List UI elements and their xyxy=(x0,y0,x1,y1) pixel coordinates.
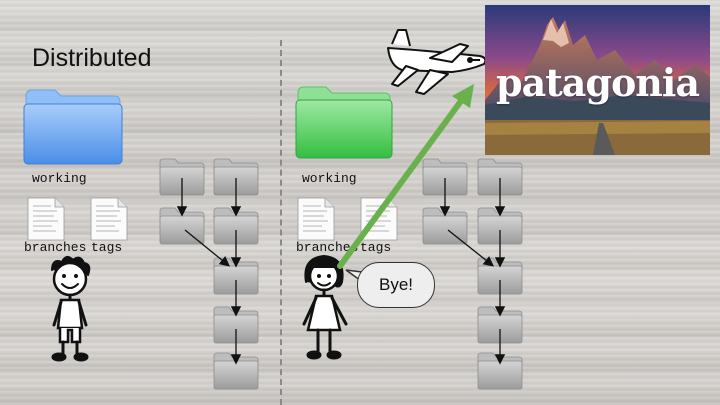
dashed-divider xyxy=(280,40,282,405)
right-branches-doc-icon xyxy=(297,197,335,241)
right-working-label: working xyxy=(302,171,357,186)
patagonia-logo-text: patagonia xyxy=(496,60,700,105)
left-repo-graph xyxy=(159,158,259,390)
left-working-folder-icon xyxy=(23,89,123,165)
left-branches-doc-icon xyxy=(27,197,65,241)
left-working-label: working xyxy=(32,171,87,186)
travel-arrow xyxy=(337,84,474,269)
left-tags-doc-icon xyxy=(90,197,128,241)
boy-figure xyxy=(51,256,91,362)
airplane-icon xyxy=(387,29,487,95)
right-repo-graph xyxy=(422,158,523,390)
right-commit-arrow xyxy=(447,229,495,267)
left-branches-label: branches xyxy=(24,240,87,255)
right-working-folder-icon xyxy=(295,86,393,159)
right-tags-label: tags xyxy=(360,240,392,255)
right-branches-label: branches xyxy=(296,240,359,255)
slide-title: Distributed xyxy=(32,44,152,72)
left-commit-arrow xyxy=(184,229,231,267)
patagonia-photo: patagonia xyxy=(485,5,710,155)
mountain-landscape-image xyxy=(485,5,710,155)
speech-bubble: Bye! xyxy=(357,262,435,308)
left-tags-label: tags xyxy=(91,240,123,255)
girl-figure xyxy=(302,254,348,360)
